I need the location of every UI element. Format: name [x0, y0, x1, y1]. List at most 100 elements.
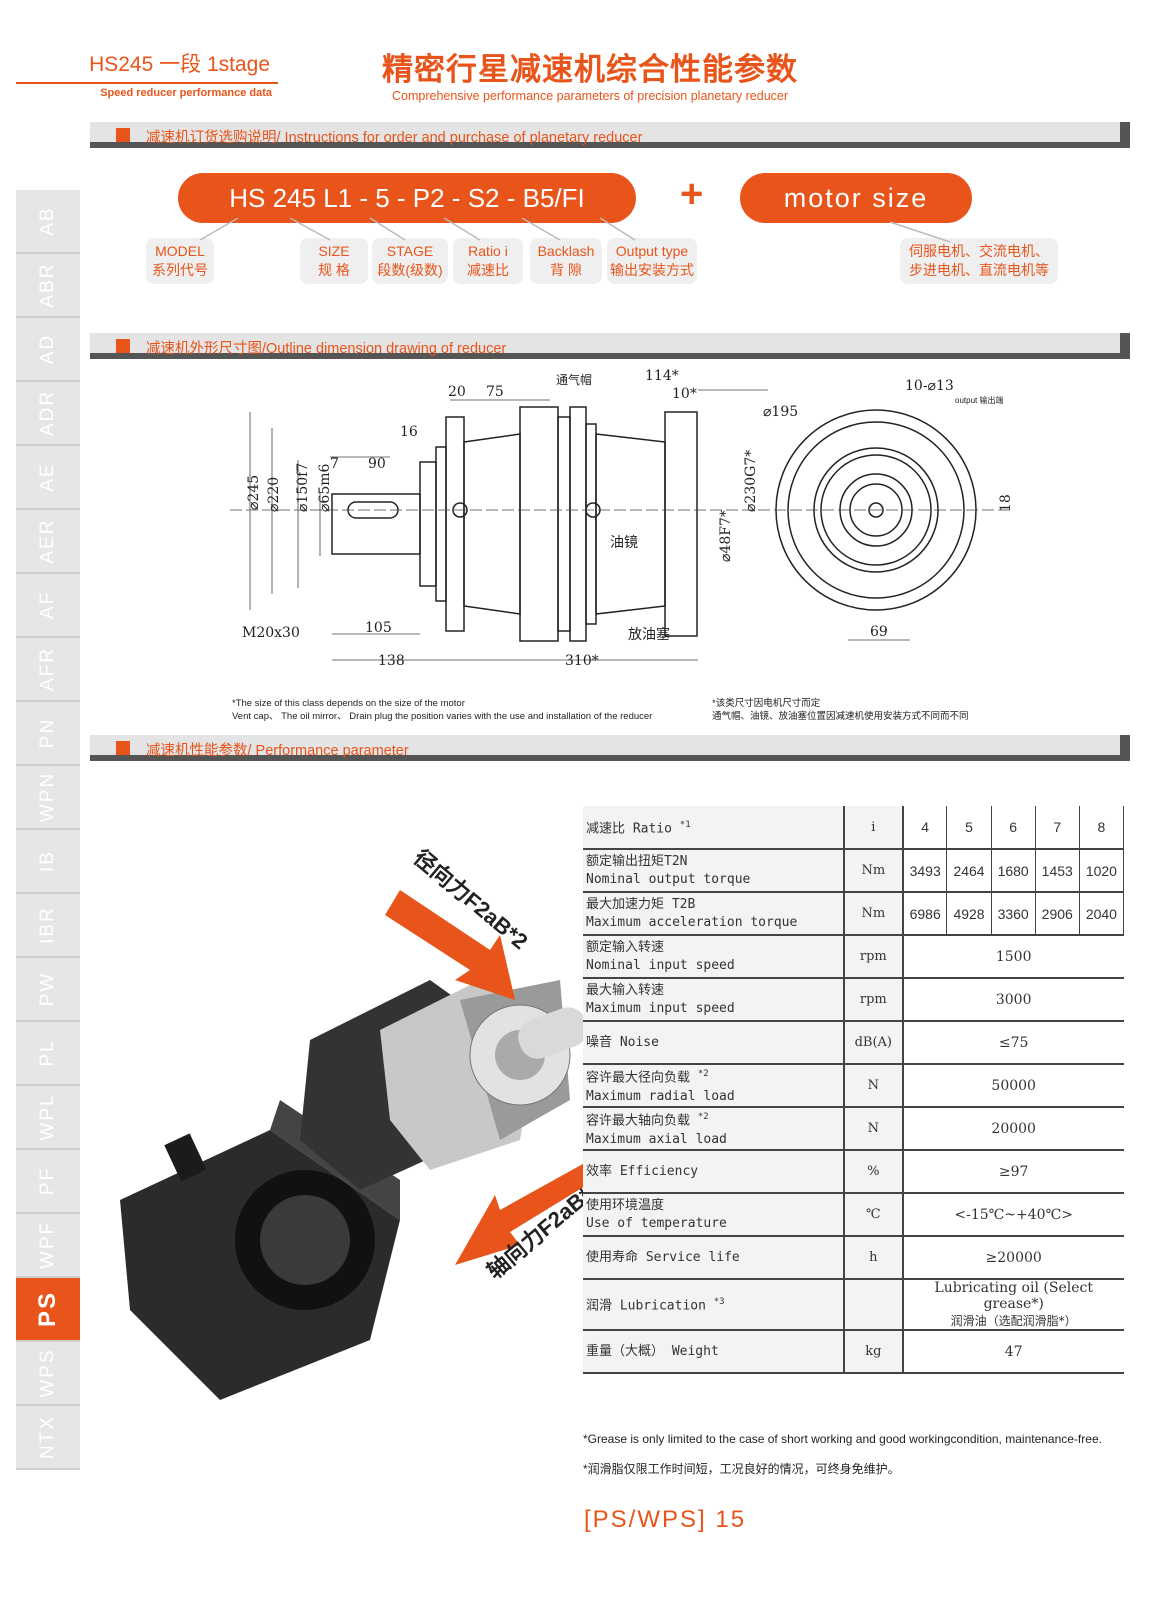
param-unit: %	[843, 1150, 904, 1194]
param-value: Lubricating oil (Select grease*)润滑油（选配润滑…	[902, 1279, 1124, 1331]
drawing-notes-en: *The size of this class depends on the s…	[232, 698, 653, 722]
tab-label: WPL	[37, 1093, 58, 1141]
ratio-value: 6	[991, 806, 1036, 850]
order-code-pill: HS 245 L1 - 5 - P2 - S2 - B5/FI	[178, 173, 636, 223]
param-value: ≤75	[902, 1021, 1124, 1065]
tab-label: AB	[37, 206, 58, 236]
sidebar-tab-adr[interactable]: ADR	[16, 382, 80, 446]
dim-holes: 10-⌀13	[905, 378, 954, 394]
sidebar-tab-wpf[interactable]: WPF	[16, 1214, 80, 1278]
ratio-value: 8	[1079, 806, 1125, 850]
plus-icon: +	[680, 172, 704, 216]
param-unit: N	[843, 1064, 904, 1108]
callout-output: output 输出端	[955, 395, 1003, 405]
model-header: HS245 一段 1stage Speed reducer performanc…	[16, 48, 278, 99]
dim-d65: ⌀65m6	[317, 463, 333, 512]
ratio-value: 4	[902, 806, 948, 850]
tab-label: WPN	[37, 771, 58, 823]
sidebar-tab-wps[interactable]: WPS	[16, 1342, 80, 1406]
sidebar-tab-ps[interactable]: PS	[16, 1278, 80, 1342]
sidebar-tab-abr[interactable]: ABR	[16, 254, 80, 318]
sidebar-tab-wpn[interactable]: WPN	[16, 766, 80, 830]
page-title: 精密行星减速机综合性能参数	[382, 52, 798, 88]
param-value: 3000	[902, 978, 1124, 1022]
sidebar-tab-afr[interactable]: AFR	[16, 638, 80, 702]
dim-m20: M20x30	[242, 625, 300, 641]
sidebar-tab-pf[interactable]: PF	[16, 1150, 80, 1214]
param-value: 1020	[1079, 849, 1125, 893]
sidebar-tab-ib[interactable]: IB	[16, 830, 80, 894]
section-performance: 减速机性能参数/ Performance parameter	[90, 735, 1130, 761]
sidebar-tab-ad[interactable]: AD	[16, 318, 80, 382]
param-unit: Nm	[843, 892, 904, 936]
tab-label: PN	[37, 717, 58, 749]
dim-d195: ⌀195	[763, 404, 798, 420]
sidebar-tab-af[interactable]: AF	[16, 574, 80, 638]
sidebar-tab-ibr[interactable]: IBR	[16, 894, 80, 958]
callout-drain-plug: 放油塞	[628, 626, 670, 643]
sidebar-tab-pn[interactable]: PN	[16, 702, 80, 766]
param-value: 1500	[902, 935, 1124, 979]
dim-69: 69	[870, 624, 888, 640]
param-value: 4928	[946, 892, 992, 936]
param-value: ≥97	[902, 1150, 1124, 1194]
param-unit	[843, 1279, 904, 1331]
dim-114: 114*	[645, 368, 679, 384]
dim-90: 90	[368, 456, 386, 472]
param-unit: N	[843, 1107, 904, 1151]
param-value: 3360	[991, 892, 1036, 936]
param-label: 噪音 Noise	[583, 1021, 845, 1065]
sidebar-tab-ntx[interactable]: NTX	[16, 1406, 80, 1470]
dim-20: 20	[448, 384, 466, 400]
dim-d48: ⌀48F7*	[718, 510, 734, 562]
dim-d150: ⌀150f7	[295, 463, 311, 512]
section-title: 减速机性能参数/ Performance parameter	[146, 743, 409, 759]
model-title: HS245 一段 1stage	[89, 53, 270, 76]
param-label: 减速比 Ratio *1	[583, 806, 845, 850]
dim-10: 10*	[672, 386, 697, 402]
sidebar-tab-wpl[interactable]: WPL	[16, 1086, 80, 1150]
param-unit: h	[843, 1236, 904, 1280]
tab-label: WPS	[37, 1348, 58, 1398]
product-photo: 径向力F2aB*2 轴向力F2aB*2	[120, 845, 590, 1400]
sidebar-tab-aer[interactable]: AER	[16, 510, 80, 574]
sidebar-tab-pl[interactable]: PL	[16, 1022, 80, 1086]
ratio-value: 7	[1035, 806, 1080, 850]
sidebar-tab-pw[interactable]: PW	[16, 958, 80, 1022]
tab-label: AER	[37, 518, 58, 564]
param-value: 2464	[946, 849, 992, 893]
dim-75: 75	[486, 384, 504, 400]
drawing-notes-cn: *该类尺寸因电机尺寸而定通气帽、油镜、放油塞位置因减速机使用安装方式不同而不同	[712, 698, 969, 722]
ratio-value: 5	[946, 806, 992, 850]
section-title: 减速机外形尺寸图/Outline dimension drawing of re…	[146, 341, 507, 357]
page-subtitle: Comprehensive performance parameters of …	[391, 89, 789, 103]
dim-310: 310*	[565, 653, 599, 669]
sidebar-tab-ab[interactable]: AB	[16, 190, 80, 254]
param-unit: dB(A)	[843, 1021, 904, 1065]
tab-label: PL	[37, 1039, 58, 1067]
param-unit: ℃	[843, 1193, 904, 1237]
dim-138: 138	[378, 653, 405, 669]
sidebar-tab-ae[interactable]: AE	[16, 446, 80, 510]
dim-18: 18	[998, 494, 1014, 512]
dim-d230: ⌀230G7*	[743, 450, 759, 512]
page-number: [PS/WPS] 15	[584, 1506, 747, 1533]
